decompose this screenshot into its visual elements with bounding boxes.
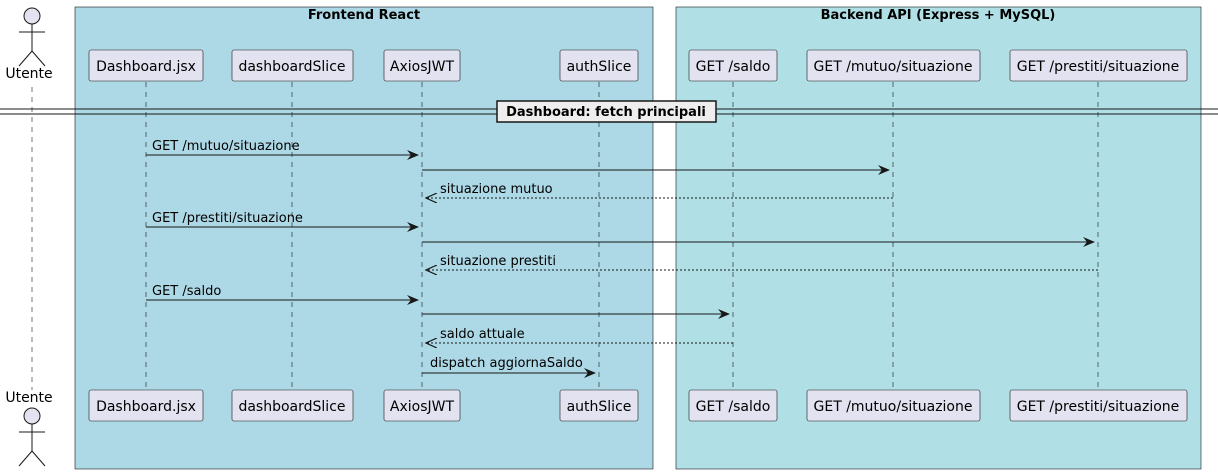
message-3: situazione mutuo <box>426 182 893 198</box>
participant-get-mutuo: GET /mutuo/situazione <box>806 49 981 82</box>
participant-label: Dashboard.jsx <box>96 399 196 415</box>
participant-label: dashboardSlice <box>238 59 345 75</box>
participant-dashboardslice: dashboardSlice <box>231 49 354 82</box>
messages: GET /mutuo/situazione situazione mutuo G… <box>146 139 1098 378</box>
message-7: GET /saldo <box>146 284 419 305</box>
message-6: situazione prestiti <box>426 254 1098 270</box>
box-backend-title: Backend API (Express + MySQL) <box>821 8 1056 23</box>
message-label: situazione mutuo <box>440 182 553 197</box>
actor-utente-top: Utente <box>5 7 53 82</box>
participant-label: authSlice <box>567 399 632 415</box>
participant-get-saldo-bottom: GET /saldo <box>688 389 778 422</box>
message-label: GET /saldo <box>152 284 221 299</box>
divider-box <box>496 100 717 123</box>
message-label: situazione prestiti <box>440 254 556 269</box>
participant-label: Dashboard.jsx <box>96 59 196 75</box>
participant-get-mutuo-bottom: GET /mutuo/situazione <box>806 389 981 422</box>
message-label: GET /prestiti/situazione <box>152 211 303 226</box>
participant-label: GET /mutuo/situazione <box>814 59 973 75</box>
divider-label: Dashboard: fetch principali <box>506 105 706 120</box>
participant-label: dashboardSlice <box>238 399 345 415</box>
participant-dashboard-jsx: Dashboard.jsx <box>88 49 204 82</box>
actor-utente-label: Utente <box>5 66 52 82</box>
participant-authslice: authSlice <box>559 49 639 82</box>
lifelines <box>31 82 1099 390</box>
participant-label: AxiosJWT <box>390 59 455 75</box>
message-9: saldo attuale <box>426 327 733 343</box>
participant-dashboard-jsx-bottom: Dashboard.jsx <box>88 389 204 422</box>
actor-utente-bottom: Utente <box>5 390 53 467</box>
participant-get-prestiti-bottom: GET /prestiti/situazione <box>1009 389 1188 422</box>
message-4: GET /prestiti/situazione <box>146 211 419 232</box>
box-frontend-title: Frontend React <box>308 8 420 23</box>
message-1: GET /mutuo/situazione <box>146 139 419 160</box>
person-icon <box>18 407 46 467</box>
participant-authslice-bottom: authSlice <box>559 389 639 422</box>
participant-axiosjwt-bottom: AxiosJWT <box>383 389 461 422</box>
participants-bottom: Dashboard.jsx dashboardSlice AxiosJWT au… <box>88 389 1188 422</box>
message-10: dispatch aggiornaSaldo <box>422 356 596 378</box>
participant-axiosjwt: AxiosJWT <box>383 49 461 82</box>
participant-label: GET /mutuo/situazione <box>814 399 973 415</box>
participant-label: GET /saldo <box>696 59 771 75</box>
message-label: saldo attuale <box>440 327 525 342</box>
participant-label: GET /prestiti/situazione <box>1017 59 1180 75</box>
participant-dashboardslice-bottom: dashboardSlice <box>231 389 354 422</box>
divider: Dashboard: fetch principali <box>0 100 1218 123</box>
person-icon <box>18 7 46 67</box>
participant-get-prestiti: GET /prestiti/situazione <box>1009 49 1188 82</box>
participant-label: authSlice <box>567 59 632 75</box>
participant-label: GET /saldo <box>696 399 771 415</box>
participant-label: AxiosJWT <box>390 399 455 415</box>
message-label: dispatch aggiornaSaldo <box>430 356 583 371</box>
participant-label: GET /prestiti/situazione <box>1017 399 1180 415</box>
participant-get-saldo: GET /saldo <box>688 49 778 82</box>
actor-utente-label-bottom: Utente <box>5 390 52 406</box>
participants-top: Dashboard.jsx dashboardSlice AxiosJWT au… <box>88 49 1188 82</box>
message-label: GET /mutuo/situazione <box>152 139 300 154</box>
